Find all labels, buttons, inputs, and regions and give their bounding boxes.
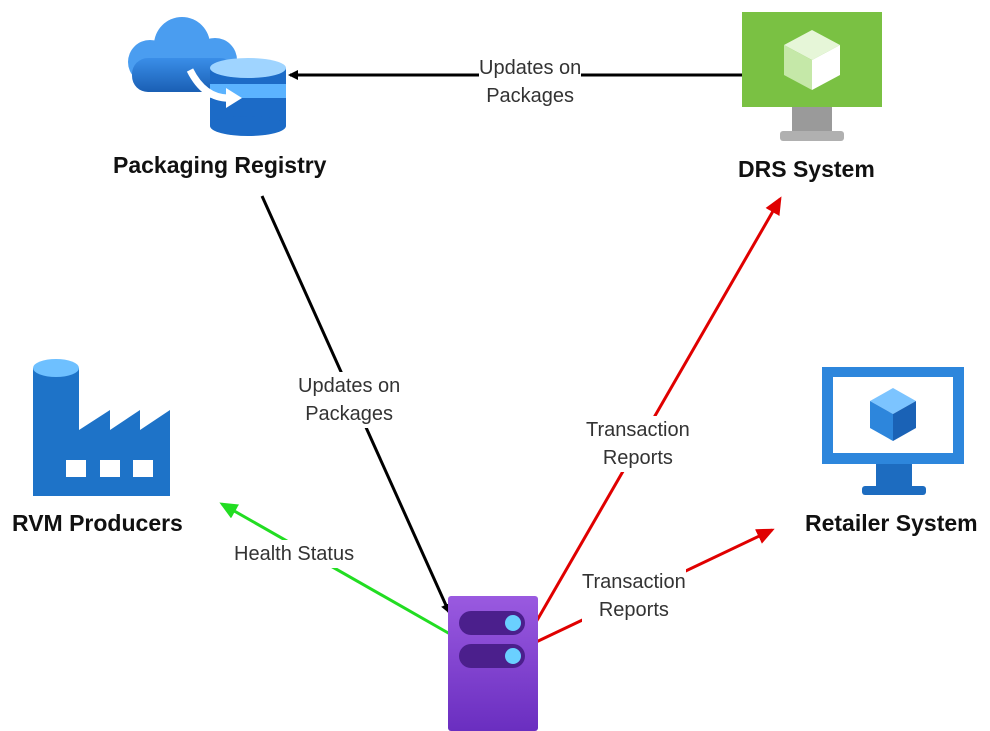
node-label-packaging-registry: Packaging Registry <box>113 152 327 178</box>
edge-label-server-to-rvm: Health Status <box>234 540 355 568</box>
cloud-database-icon <box>128 17 286 136</box>
edge-label-server-to-retailer: Transaction Reports <box>582 568 686 624</box>
edge-label-line: Updates on <box>298 375 401 397</box>
edge-label-line: Transaction <box>582 571 686 593</box>
edge-label-drs-to-registry: Updates on Packages <box>479 54 582 110</box>
node-label-retailer-system: Retailer System <box>805 510 978 536</box>
edge-label-line: Updates on <box>479 57 582 79</box>
factory-icon <box>33 359 170 496</box>
edge-label-line: Packages <box>305 403 394 425</box>
edge-label-line: Reports <box>598 599 669 621</box>
edge-label-registry-to-server: Updates on Packages <box>298 372 401 428</box>
edge-label-line: Transaction <box>586 419 690 441</box>
edge-server-to-rvm <box>219 502 451 636</box>
edge-label-server-to-drs: Transaction Reports <box>586 416 690 472</box>
server-icon <box>448 596 538 731</box>
edge-label-line: Packages <box>486 85 575 107</box>
edge-label-line: Health Status <box>234 543 355 565</box>
monitor-cube-icon <box>742 12 882 141</box>
node-label-drs-system: DRS System <box>738 156 875 182</box>
edge-label-line: Reports <box>602 447 673 469</box>
monitor-cube-icon <box>822 367 964 495</box>
node-label-rvm-producers: RVM Producers <box>12 510 183 536</box>
